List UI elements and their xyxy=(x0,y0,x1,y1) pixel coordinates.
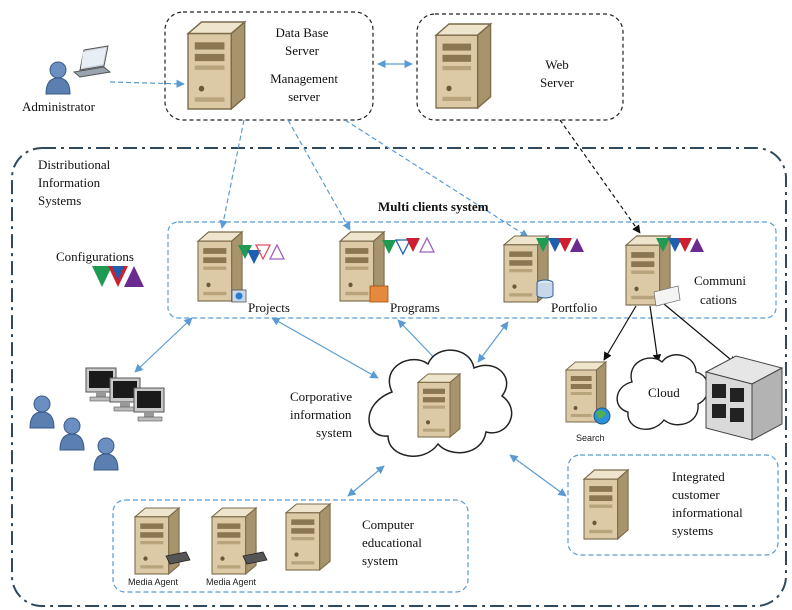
media-agent-label-1: Media Agent xyxy=(128,577,179,587)
mgmt-server-label-1: Management xyxy=(270,71,338,86)
integrated-label-2: customer xyxy=(672,487,720,502)
dis-label-2: Information xyxy=(38,175,101,190)
datacenter-icon xyxy=(704,355,784,441)
db-to-programs-arrow xyxy=(287,119,351,231)
corporative-label-1: Corporative xyxy=(290,389,353,404)
cloud-label: Cloud xyxy=(648,385,680,400)
db-server-label-1: Data Base xyxy=(275,25,329,40)
media-agent-label-2: Media Agent xyxy=(206,577,257,587)
media-agent-server-1 xyxy=(134,507,191,575)
administrator-label: Administrator xyxy=(22,99,95,114)
computer-edu-label-3: system xyxy=(362,553,399,568)
portfolio-corp-arrow xyxy=(477,321,509,363)
dis-label-1: Distributional xyxy=(38,157,111,172)
terminals-multi-arrow xyxy=(134,317,193,373)
multi-clients-label: Multi clients system xyxy=(378,199,489,214)
projects-label: Projects xyxy=(248,300,290,315)
programs-server xyxy=(339,231,436,303)
corporative-label-3: system xyxy=(316,425,353,440)
search-server-icon xyxy=(565,361,611,425)
corp-edu-arrow xyxy=(347,465,385,497)
terminals-users-icon xyxy=(29,367,165,471)
computer-educational-box xyxy=(112,499,469,593)
web-server-label-1: Web xyxy=(545,57,569,72)
communications-label-1: Communi xyxy=(694,273,747,288)
configurations-label: Configurations xyxy=(56,249,134,264)
media-agent-server-2 xyxy=(211,507,268,575)
db-to-portfolio-arrow xyxy=(344,119,529,238)
corporative-server-icon xyxy=(417,373,461,438)
admin-to-db-arrow xyxy=(109,79,185,88)
web-server-icon xyxy=(435,23,492,109)
integrated-server-icon xyxy=(583,469,629,540)
integrated-systems-box xyxy=(567,454,779,556)
integrated-label-3: informational xyxy=(672,505,743,520)
integrated-label-4: systems xyxy=(672,523,714,538)
corporative-label-2: information xyxy=(290,407,352,422)
comm-to-datacenter-arrow xyxy=(663,303,737,365)
cloud-shape xyxy=(616,354,709,430)
db-to-projects-arrow xyxy=(219,119,245,229)
search-label: Search xyxy=(576,433,605,443)
web-to-comm-arrow xyxy=(559,119,641,234)
db-server-label-2: Server xyxy=(285,43,319,58)
educational-server-3 xyxy=(285,503,331,571)
integrated-label-1: Integrated xyxy=(672,469,725,484)
computer-edu-label-2: educational xyxy=(362,535,422,550)
administrator-icon xyxy=(45,45,112,95)
portfolio-label: Portfolio xyxy=(551,300,598,315)
portfolio-server xyxy=(503,235,584,303)
comm-to-search-arrow xyxy=(603,305,637,361)
computer-edu-label-1: Computer xyxy=(362,517,414,532)
mgmt-server-label-2: server xyxy=(288,89,320,104)
comm-to-cloud-arrow xyxy=(649,305,662,363)
multi-clients-box xyxy=(167,221,777,319)
dis-label-3: Systems xyxy=(38,193,82,208)
configurations-triangles xyxy=(92,266,144,287)
database-server-box xyxy=(164,11,374,121)
programs-label: Programs xyxy=(390,300,440,315)
distributional-systems-frame xyxy=(11,147,787,607)
projects-server xyxy=(197,231,286,303)
projects-corp-arrow xyxy=(271,317,379,379)
database-server-icon xyxy=(187,21,246,110)
web-server-box xyxy=(416,13,624,121)
communications-server xyxy=(625,235,704,307)
corp-integrated-arrow xyxy=(509,454,567,497)
communications-label-2: cations xyxy=(700,292,737,307)
web-server-label-2: Server xyxy=(540,75,574,90)
